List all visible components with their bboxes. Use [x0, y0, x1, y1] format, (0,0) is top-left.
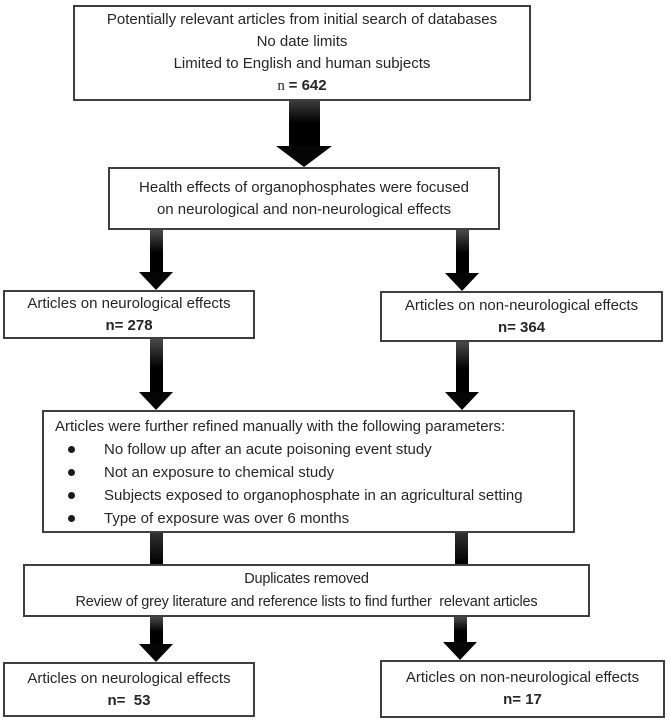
- arrow-head: [139, 272, 173, 290]
- box-duplicates-removed: Duplicates removed Review of grey litera…: [23, 564, 590, 617]
- down-arrow-icon: [445, 342, 479, 410]
- arrow-head: [445, 392, 479, 410]
- connector-bar: [150, 533, 163, 564]
- box-text-line: Duplicates removed: [244, 570, 369, 587]
- box-refine-parameters: Articles were further refined manually w…: [42, 410, 575, 533]
- arrow-shaft: [453, 617, 467, 642]
- box-non-neurological-initial: Articles on non-neurological effects n= …: [380, 291, 663, 342]
- down-arrow-icon: [139, 339, 173, 410]
- down-arrow-icon: [443, 617, 477, 660]
- n-count-line: n= 53: [107, 691, 151, 709]
- box-text-line: No date limits: [256, 33, 348, 50]
- arrow-shaft: [149, 230, 163, 272]
- down-arrow-icon: [139, 617, 173, 662]
- box-non-neurological-final: Articles on non-neurological effects n= …: [380, 660, 665, 718]
- n-count-line: n= 17: [503, 691, 542, 708]
- n-count-line: n= 278: [105, 316, 153, 334]
- refine-bullet: Not an exposure to chemical study: [55, 461, 567, 484]
- arrow-shaft: [149, 617, 163, 644]
- arrow-head: [445, 273, 479, 291]
- refine-bullet: No follow up after an acute poisoning ev…: [55, 438, 567, 461]
- box-text-line: Potentially relevant articles from initi…: [106, 11, 498, 28]
- down-arrow-icon: [445, 230, 479, 291]
- arrow-head: [139, 392, 173, 410]
- box-initial-search: Potentially relevant articles from initi…: [73, 5, 531, 101]
- refine-header: Articles were further refined manually w…: [55, 418, 506, 435]
- box-text-line: Articles on neurological effects: [27, 669, 231, 687]
- n-prefix: n: [277, 78, 289, 94]
- connector-bar: [455, 533, 468, 564]
- n-count-line: n= 364: [497, 318, 546, 336]
- box-neurological-final: Articles on neurological effects n= 53: [3, 662, 255, 717]
- arrow-shaft: [455, 342, 469, 392]
- down-arrow-icon: [139, 230, 173, 290]
- n-count-line: n = 642: [75, 75, 529, 97]
- box-text-line: on neurological and non-neurological eff…: [156, 200, 452, 218]
- arrow-head: [276, 146, 332, 167]
- box-text-line: Limited to English and human subjects: [173, 55, 431, 72]
- box-text-line: Articles on neurological effects: [27, 294, 231, 312]
- arrow-head: [443, 642, 477, 660]
- refine-bullet: Subjects exposed to organophosphate in a…: [55, 484, 567, 507]
- box-text-line: Articles on non-neurological effects: [405, 669, 640, 686]
- arrow-head: [139, 644, 173, 662]
- refine-bullet: Type of exposure was over 6 months: [55, 507, 567, 530]
- down-arrow-icon: [276, 101, 332, 167]
- box-neurological-initial: Articles on neurological effects n= 278: [3, 290, 255, 339]
- box-text-line: Health effects of organophosphates were …: [139, 178, 469, 196]
- refine-bullet-list: No follow up after an acute poisoning ev…: [55, 438, 567, 530]
- box-text-line: Review of grey literature and reference …: [75, 593, 538, 610]
- box-text-line: Articles on non-neurological effects: [404, 296, 639, 314]
- arrow-shaft: [455, 230, 469, 273]
- arrow-shaft: [149, 339, 163, 392]
- n-value: = 642: [288, 77, 327, 94]
- arrow-shaft: [288, 101, 320, 146]
- box-health-effects-focus: Health effects of organophosphates were …: [108, 167, 500, 230]
